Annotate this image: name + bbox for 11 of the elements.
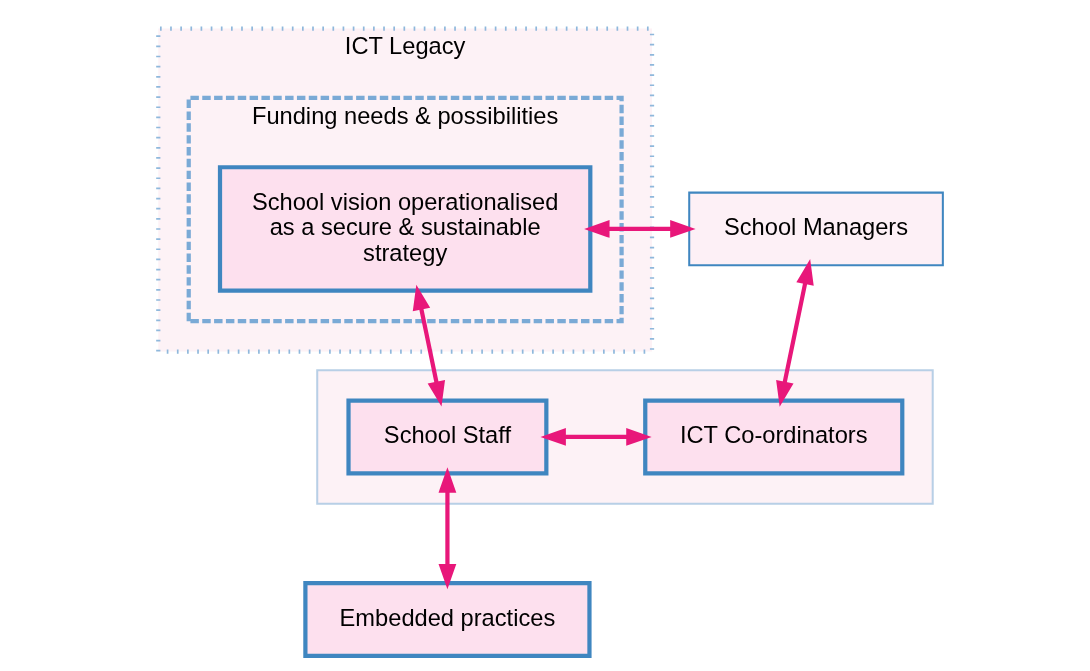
node-box: School Staff <box>345 398 548 476</box>
cluster <box>315 369 934 505</box>
node-box: School Managers <box>687 191 944 267</box>
arrow <box>583 220 696 238</box>
arrow <box>539 428 652 446</box>
arrow <box>412 284 445 407</box>
node-box: School vision operationalised as a secure & sustainable strategy <box>217 165 592 293</box>
arrow <box>438 467 456 590</box>
arrow <box>775 259 814 407</box>
node-box: Embedded practices <box>302 581 592 659</box>
node-box: ICT Co-ordinators <box>642 398 904 476</box>
